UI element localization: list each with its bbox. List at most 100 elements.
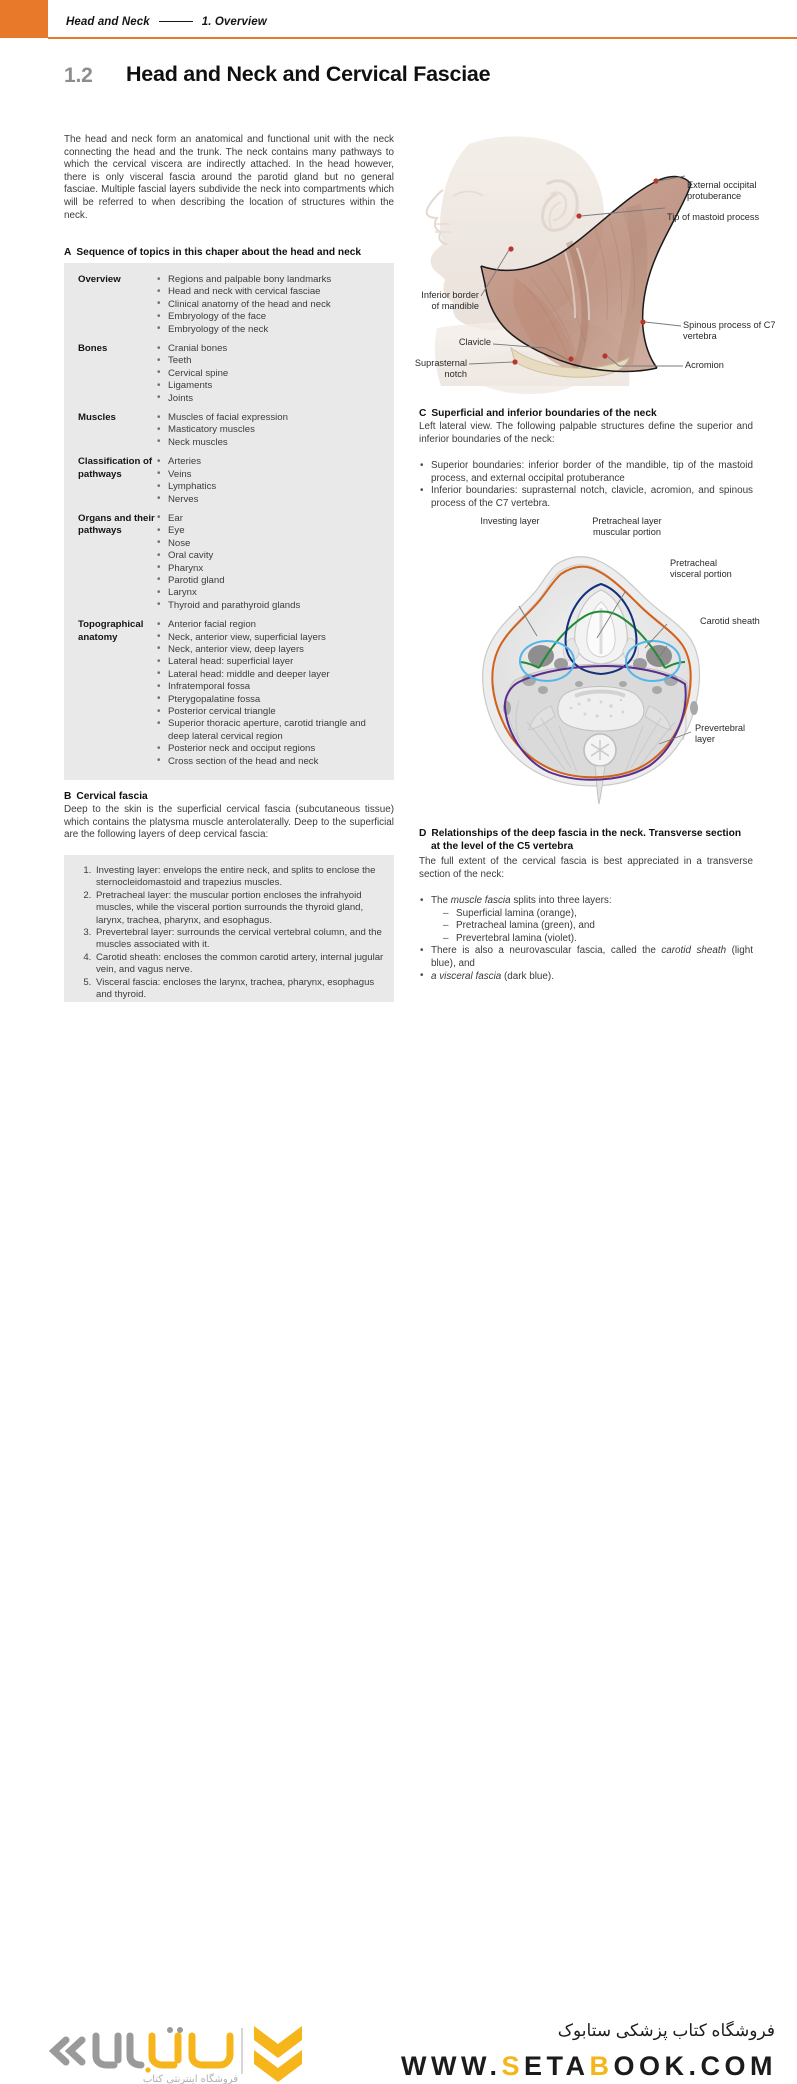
topics-item: Cranial bones [156, 343, 386, 356]
setabook-logo-svg: فروشگاه اینترنتی کتاب [48, 2026, 302, 2084]
topics-item: Neck, anterior view, superficial layers [156, 631, 386, 644]
topics-item: Nerves [156, 493, 386, 506]
section-c-bullet: Inferior boundaries: suprasternal notch,… [419, 485, 753, 510]
topics-item: Posterior neck and occiput regions [156, 743, 386, 756]
topics-item: Lateral head: middle and deeper layer [156, 668, 386, 681]
footer-url-part: WWW. [401, 2051, 502, 2081]
topics-item: Neck muscles [156, 436, 386, 449]
logo-subline: فروشگاه اینترنتی کتاب [143, 2073, 238, 2084]
topics-table: OverviewRegions and palpable bony landma… [64, 273, 394, 768]
topics-row-items: Anterior facial regionNeck, anterior vie… [156, 619, 394, 768]
topics-item: Lateral head: superficial layer [156, 656, 386, 669]
fascia-layer-item: Visceral fascia: encloses the larynx, tr… [94, 977, 384, 1002]
figure-d-cross-section: Investing layer Pretracheal layer muscul… [419, 516, 791, 818]
topics-item: Eye [156, 525, 386, 538]
carotid-sheath-contents [528, 645, 672, 670]
figure-d-svg [482, 556, 701, 805]
footer-url-part: OOK.COM [613, 2051, 777, 2081]
fascia-layer-item: Carotid sheath: encloses the common caro… [94, 952, 384, 977]
muscle-fascia-pre: The [431, 895, 451, 906]
label-prevertebral-layer: Prevertebral layer [695, 723, 746, 744]
section-d-title-line1: Relationships of the deep fascia in the … [431, 828, 742, 839]
page-title: Head and Neck and Cervical Fasciae [126, 62, 491, 86]
section-a-title: Sequence of topics in this chaper about … [76, 247, 362, 258]
logo-yellow-strokes [148, 2032, 234, 2069]
logo-gray-strokes [48, 2032, 145, 2069]
superficial-lamina-orange [491, 565, 692, 779]
label-tip-of-mastoid-process: Tip of mastoid process [667, 212, 760, 222]
landmark-dots [508, 178, 659, 365]
section-d-bullets: The muscle fascia splits into three laye… [419, 894, 753, 984]
topics-item: Lymphatics [156, 481, 386, 494]
topics-row-items: EarEyeNoseOral cavityPharynxParotid glan… [156, 512, 394, 612]
topics-row: Topographical anatomyAnterior facial reg… [64, 619, 394, 768]
label-external-occipital-protuberance: External occipital protuberance [687, 180, 757, 201]
topics-row-label: Organs and their pathways [78, 512, 155, 537]
topics-item: Parotid gland [156, 574, 386, 587]
carotid-sheath-term: carotid sheath [661, 945, 727, 957]
section-c-body: Left lateral view. The following palpabl… [419, 421, 753, 445]
running-header-section: 1. Overview [201, 16, 267, 28]
lamina-item: Pretracheal lamina (green), and [443, 920, 753, 933]
neck-region-highlight [480, 175, 692, 378]
figure-c-svg [425, 136, 692, 394]
prevertebral-lamina-violet [503, 664, 687, 781]
visceral-fascia-term: a visceral fascia [431, 970, 502, 982]
fascia-layers-box: Investing layer: envelops the entire nec… [64, 855, 394, 1022]
topics-item: Veins [156, 468, 386, 481]
topics-row-gap [64, 612, 394, 619]
trabecular-texture [569, 698, 625, 718]
section-b-letter: B [64, 791, 72, 802]
label-carotid-sheath: Carotid sheath [700, 616, 760, 626]
topics-row-gap [64, 405, 394, 412]
section-b-title: Cervical fascia [76, 791, 148, 802]
topics-row-gap [64, 506, 394, 513]
neurovascular-pre: There is also a neurovascular fascia, ca… [431, 945, 662, 957]
header-rule [48, 37, 797, 39]
chapter-color-tab [0, 0, 48, 38]
topics-item: Head and neck with cervical fasciae [156, 286, 386, 299]
laminae-list: Superficial lamina (orange),Pretracheal … [431, 908, 753, 946]
topics-item: Thyroid and parathyroid glands [156, 599, 386, 612]
fascia-layer-item: Pretracheal layer: the muscular portion … [94, 890, 384, 927]
topics-item-list: Anterior facial regionNeck, anterior vie… [156, 619, 386, 768]
figure-c-lateral-neck: External occipital protuberance Tip of m… [415, 132, 791, 400]
footer-url[interactable]: WWW.SETABOOK.COM [401, 2051, 777, 2082]
muscle-fascia-term: muscle fascia [450, 895, 511, 906]
section-d-bullet-list: The muscle fascia splits into three laye… [419, 894, 753, 984]
topics-item: Posterior cervical triangle [156, 705, 386, 718]
logo-chevrons [254, 2026, 302, 2082]
fascia-layer-item: Prevertebral layer: surrounds the cervic… [94, 927, 384, 952]
topics-item-list: Muscles of facial expressionMasticatory … [156, 412, 386, 450]
topics-item-list: Regions and palpable bony landmarksHead … [156, 273, 386, 336]
topics-item-list: Cranial bonesTeethCervical spineLigament… [156, 343, 386, 405]
fascia-layer-item: Investing layer: envelops the entire nec… [94, 865, 384, 890]
topics-row-label: Bones [78, 343, 108, 355]
intro-paragraph: The head and neck form an anatomical and… [64, 134, 394, 221]
topics-item: Superior thoracic aperture, carotid tria… [156, 718, 386, 743]
topics-item: Pharynx [156, 562, 386, 575]
bullet-muscle-fascia: The muscle fascia splits into three laye… [419, 894, 753, 946]
topics-row: MusclesMuscles of facial expressionMasti… [64, 412, 394, 450]
header-dash [158, 20, 193, 22]
setabook-logo: فروشگاه اینترنتی کتاب [48, 2022, 302, 2084]
visceral-fascia-darkblue [564, 582, 638, 676]
visceral-fascia-post: (dark blue). [501, 970, 554, 982]
section-b-body: Deep to the skin is the superficial cerv… [64, 804, 394, 841]
topics-item-list: EarEyeNoseOral cavityPharynxParotid glan… [156, 512, 386, 612]
neurovascular-post: (light blue), and [431, 945, 753, 969]
label-pretracheal-muscular-portion: Pretracheal layer muscular portion [592, 516, 662, 537]
fascia-layers-list: Investing layer: envelops the entire nec… [64, 865, 394, 1001]
bullet-visceral-fascia: a visceral fascia (dark blue). [419, 970, 753, 984]
bullet-neurovascular-fascia: There is also a neurovascular fascia, ca… [419, 945, 753, 970]
topics-item: Embryology of the face [156, 311, 386, 324]
topics-item: Muscles of facial expression [156, 412, 386, 425]
section-d-body: The full extent of the cervical fascia i… [419, 856, 753, 880]
section-c-bullets: Superior boundaries: inferior border of … [419, 459, 753, 510]
topics-item: Masticatory muscles [156, 424, 386, 437]
topics-item: Embryology of the neck [156, 323, 386, 336]
topics-item: Joints [156, 392, 386, 405]
box-bottom-clip [64, 1002, 394, 1010]
topics-row-items: Cranial bonesTeethCervical spineLigament… [156, 343, 394, 405]
topics-row-gap [64, 336, 394, 343]
